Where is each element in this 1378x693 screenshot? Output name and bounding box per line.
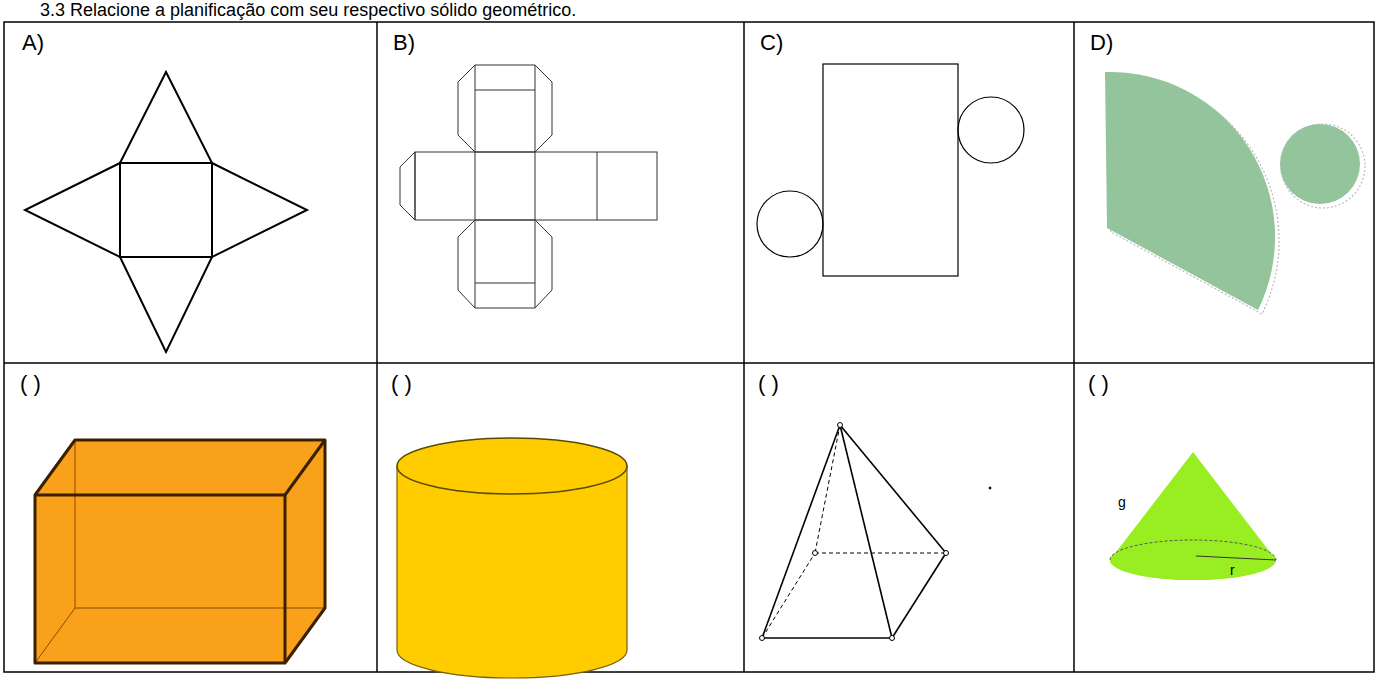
answer-slot: ( ): [758, 371, 779, 396]
cell-letter: C): [760, 30, 783, 55]
cube-net: [400, 65, 657, 308]
dimension-label: g: [1118, 494, 1126, 510]
cell-letter: B): [393, 30, 415, 55]
dimension-label: r: [1230, 562, 1235, 578]
question-title: 3.3 Relacione a planificação com seu res…: [40, 0, 576, 21]
cylinder-net: [757, 64, 1024, 276]
table-grid: [4, 22, 1374, 672]
pyramid-net: [25, 72, 307, 352]
cone-net: [1105, 72, 1365, 314]
cone-solid: [1110, 452, 1276, 580]
cube-solid: [35, 440, 325, 663]
answer-slot: ( ): [1088, 371, 1109, 396]
cylinder-solid: [397, 438, 627, 678]
answer-slot: ( ): [20, 371, 41, 396]
pyramid-solid: [760, 423, 992, 641]
cell-letter: A): [22, 30, 44, 55]
answer-slot: ( ): [391, 371, 412, 396]
cell-letter: D): [1090, 30, 1113, 55]
